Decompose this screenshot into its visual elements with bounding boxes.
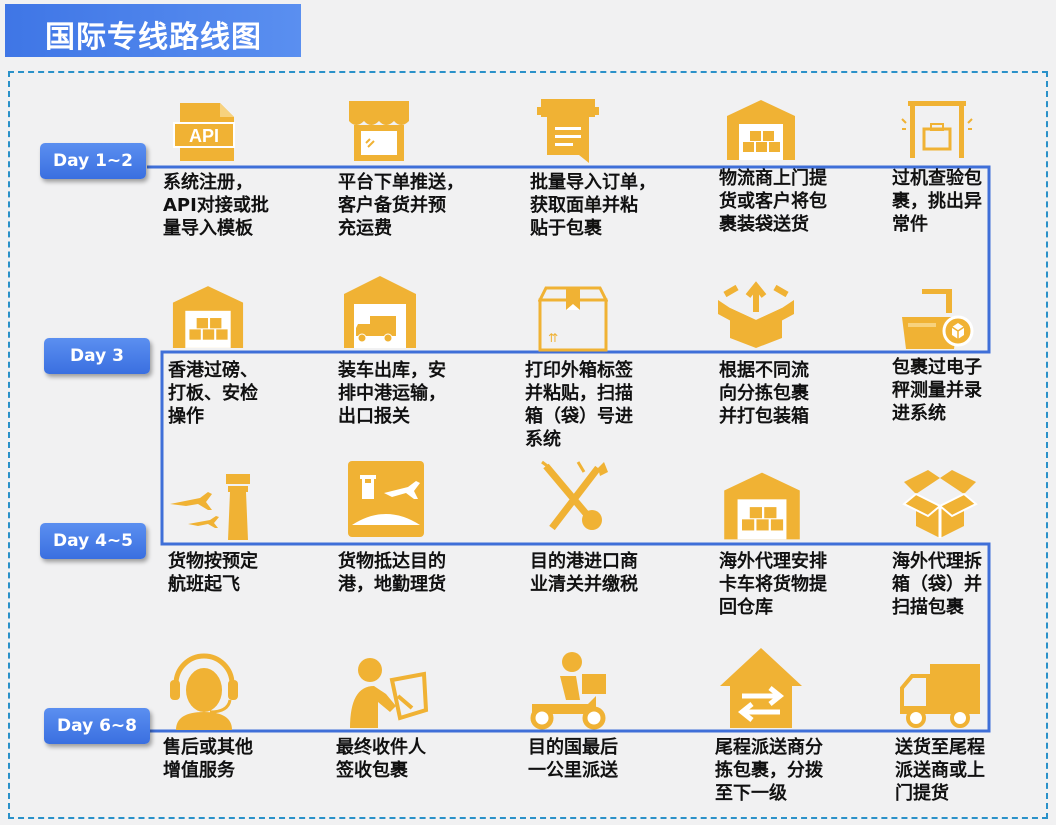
api-file-icon: API: [173, 103, 235, 161]
step-text: 包裹过电子 秤测量并录 进系统: [892, 357, 982, 424]
step-text: 批量导入订单， 获取面单并粘 贴于包裹: [530, 172, 656, 239]
step-text: 装车出库，安 排中港运输， 出口报关: [338, 360, 446, 427]
step-text: 尾程派送商分 拣包裹，分拨 至下一级: [715, 737, 823, 804]
step-text: 目的港进口商 业清关并缴税: [530, 551, 638, 595]
step-text: 货物抵达目的 港，地勤理货: [338, 551, 446, 595]
step-text: 最终收件人 签收包裹: [336, 737, 426, 781]
step-text: 送货至尾程 派送商或上 门提货: [895, 737, 985, 804]
sort-box-icon: [718, 281, 794, 348]
step-text: 海外代理拆 箱（袋）并 扫描包裹: [892, 551, 982, 618]
day-badge-4: Day 6~8: [44, 708, 150, 744]
open-box-icon: [902, 470, 978, 538]
delivery-scooter-icon: [530, 652, 606, 730]
day-badge-1: Day 1~2: [40, 143, 146, 179]
step-text: 海外代理安排 卡车将货物提 回仓库: [719, 551, 827, 618]
step-text: 物流商上门提 货或客户将包 裹装袋送货: [719, 168, 827, 235]
step-text: 根据不同流 向分拣包裹 并打包装箱: [719, 360, 809, 427]
warehouse-icon: [727, 100, 795, 160]
step-text: 货物按预定 航班起飞: [168, 551, 258, 595]
step-text: 香港过磅、 打板、安检 操作: [168, 360, 258, 427]
customs-emblem-icon: [541, 460, 608, 531]
headset-agent-icon: [170, 653, 238, 730]
signing-person-icon: [350, 658, 429, 728]
label-box-icon: ⇈: [538, 286, 608, 352]
step-text: 系统注册， API对接或批 量导入模板: [163, 172, 269, 239]
airport-tower-icon: [170, 474, 250, 540]
xray-scanner-icon: [901, 101, 973, 158]
truck-garage-icon: [344, 276, 416, 348]
day-badge-2: Day 3: [44, 338, 150, 374]
scale-icon: [902, 289, 974, 349]
page-title: 国际专线路线图: [45, 20, 262, 55]
step-text: 打印外箱标签 并粘贴，扫描 箱（袋）号进 系统: [525, 360, 633, 450]
warehouse-icon: [172, 286, 244, 348]
svg-text:⇈: ⇈: [548, 331, 558, 345]
step-text: 目的国最后 一公里派送: [528, 737, 618, 781]
house-exchange-icon: [720, 648, 802, 728]
warehouse-icon: [724, 472, 800, 540]
svg-text:API: API: [189, 126, 219, 146]
printer-document-icon: [537, 99, 599, 163]
step-text: 过机查验包 裹，挑出异 常件: [892, 168, 982, 235]
delivery-truck-icon: [900, 664, 980, 728]
diagram-frame: [8, 71, 1048, 819]
airport-arrival-icon: [348, 461, 424, 537]
title-banner: 国际专线路线图: [5, 4, 301, 57]
storefront-icon: [349, 101, 409, 161]
day-badge-3: Day 4~5: [40, 523, 146, 559]
step-text: 售后或其他 增值服务: [163, 737, 253, 781]
step-text: 平台下单推送， 客户备货并预 充运费: [338, 172, 464, 239]
